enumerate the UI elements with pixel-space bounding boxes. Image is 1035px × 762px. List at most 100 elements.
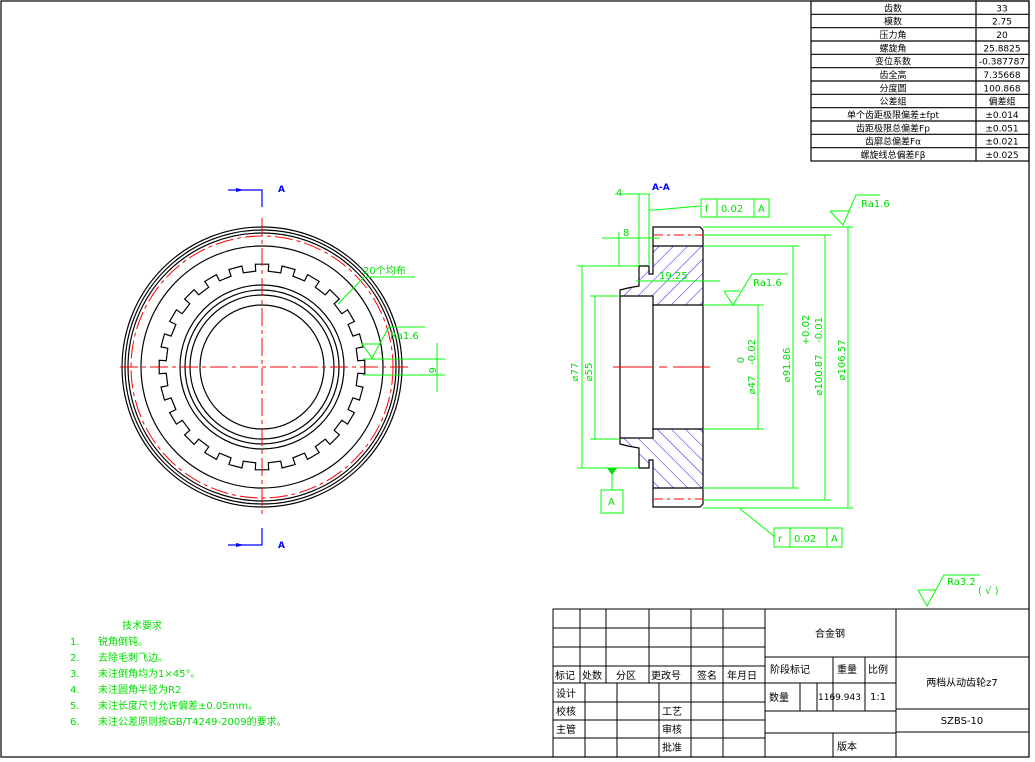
section-marker-bottom: A: [228, 528, 285, 551]
svg-text:4: 4: [616, 188, 622, 199]
datum-a: A: [600, 489, 624, 514]
tech-req-number: 5.: [70, 701, 80, 712]
svg-text:( √ ): ( √ ): [978, 586, 999, 597]
svg-text:处数: 处数: [582, 669, 602, 682]
tech-req-number: 4.: [70, 685, 80, 696]
teeth-note: 20个均布: [363, 265, 406, 277]
svg-text:8: 8: [623, 228, 629, 239]
svg-text:-0.01: -0.01: [814, 317, 825, 343]
dim-10657: ⌀106.57: [837, 339, 848, 380]
dim-77: ⌀77: [570, 363, 581, 382]
general-roughness: Ra3.2 ( √ ): [917, 574, 999, 608]
svg-text:0.02: 0.02: [721, 204, 743, 215]
roughness-mid: Ra1.6: [723, 273, 788, 306]
tolerance-frame-bottom: r 0.02 A: [773, 527, 843, 548]
svg-text:技术要求: 技术要求: [122, 619, 162, 632]
param-label: 齿全高: [879, 69, 906, 81]
svg-text:A: A: [278, 541, 285, 551]
tech-req-text: 去除毛刺飞边。: [98, 651, 168, 664]
param-label: 模数: [884, 16, 902, 28]
param-value: 7.35668: [983, 71, 1020, 81]
front-view: A A 20个均布 Ra1.6 6: [120, 185, 445, 551]
param-label: 公差组: [879, 96, 906, 108]
param-value: 偏差组: [988, 96, 1015, 108]
title-block-text: 标记 处数 分区 更改号 签名 年月日 设计 校核 主管 工艺 审核 批准 合金…: [555, 627, 998, 754]
param-value: 25.8825: [983, 44, 1020, 54]
param-value: 20: [996, 31, 1008, 41]
tolerance-frame-top: f 0.02 A: [700, 198, 770, 218]
svg-text:A: A: [831, 534, 838, 545]
svg-text:标记: 标记: [555, 670, 575, 682]
roughness-top: Ra1.6: [829, 194, 890, 226]
svg-text:Ra3.2: Ra3.2: [947, 577, 976, 588]
param-label: 螺旋角: [879, 42, 906, 54]
svg-text:版本: 版本: [837, 740, 857, 753]
param-label: 压力角: [879, 29, 906, 41]
svg-text:重量: 重量: [837, 663, 857, 676]
svg-text:审核: 审核: [662, 723, 682, 736]
svg-text:Ra1.6: Ra1.6: [861, 199, 890, 210]
svg-text:签名: 签名: [697, 669, 717, 682]
dim-55: ⌀55: [584, 363, 595, 382]
param-label: 螺旋线总偏差Fβ: [861, 149, 926, 161]
svg-text:+0.02: +0.02: [801, 315, 812, 346]
dim-9186: ⌀91.86: [782, 348, 793, 383]
svg-text:-0.02: -0.02: [747, 339, 758, 365]
param-label: 变位系数: [875, 56, 911, 68]
tech-req-number: 3.: [70, 669, 80, 680]
param-value: ±0.025: [985, 151, 1018, 161]
section-marker-top: A: [228, 185, 285, 207]
svg-text:分区: 分区: [616, 670, 636, 682]
param-label: 分度圆: [879, 82, 906, 94]
technical-requirements: 技术要求 1. 锐角倒钝。 2. 去除毛刺飞边。 3. 未注倒角均为1×45°。 4. 未注圆…: [70, 619, 287, 728]
section-title: A-A: [652, 183, 670, 193]
dim-47: ⌀47: [747, 376, 758, 395]
svg-text:数量: 数量: [769, 691, 789, 704]
svg-text:19.25: 19.25: [659, 271, 688, 282]
param-value: 2.75: [992, 18, 1012, 28]
tech-req-text: 未注圆角半径为R2: [98, 683, 181, 696]
scale: 1:1: [870, 692, 886, 703]
param-value: ±0.021: [985, 138, 1018, 148]
param-label: 齿数: [884, 2, 902, 14]
tech-req-text: 锐角倒钝。: [98, 635, 148, 648]
param-value: ±0.014: [985, 111, 1019, 121]
svg-text:0: 0: [736, 357, 747, 363]
param-value: -0.387787: [979, 58, 1025, 68]
dim-width: 6: [426, 367, 437, 373]
svg-text:设计: 设计: [556, 687, 576, 700]
section-upper: [619, 226, 704, 306]
tech-req-number: 6.: [70, 717, 80, 728]
param-value: 33: [996, 4, 1007, 14]
param-value: 100.868: [983, 84, 1020, 94]
svg-text:A: A: [758, 204, 765, 215]
tech-req-text: 未注长度尺寸允许偏差±0.05mm。: [98, 699, 258, 712]
svg-text:工艺: 工艺: [662, 706, 682, 718]
section-view: A-A: [570, 183, 890, 548]
svg-text:r: r: [778, 534, 783, 545]
svg-text:年月日: 年月日: [727, 669, 757, 682]
svg-text:阶段标记: 阶段标记: [770, 663, 810, 676]
material: 合金钢: [815, 627, 845, 640]
param-value: ±0.051: [985, 124, 1018, 134]
svg-text:批准: 批准: [662, 741, 682, 754]
svg-text:f: f: [705, 204, 709, 215]
param-label: 齿距极限总偏差Fp: [856, 122, 930, 134]
tech-req-number: 1.: [70, 637, 80, 648]
svg-text:校核: 校核: [556, 705, 576, 718]
dim-10087: ⌀100.87: [814, 354, 825, 395]
svg-text:主管: 主管: [556, 723, 576, 736]
tech-req-number: 2.: [70, 653, 80, 664]
roughness-front: Ra1.6: [390, 331, 419, 342]
title-block: [552, 608, 1030, 758]
svg-text:更改号: 更改号: [651, 669, 681, 682]
svg-text:A: A: [278, 185, 285, 195]
tech-req-text: 未注倒角均为1×45°。: [98, 667, 200, 680]
svg-text:Ra1.6: Ra1.6: [753, 278, 782, 289]
svg-text:0.02: 0.02: [794, 534, 816, 545]
spline-teeth: [158, 263, 366, 471]
param-label: 单个齿距极限偏差±fpt: [847, 109, 939, 121]
svg-text:A: A: [608, 497, 615, 508]
